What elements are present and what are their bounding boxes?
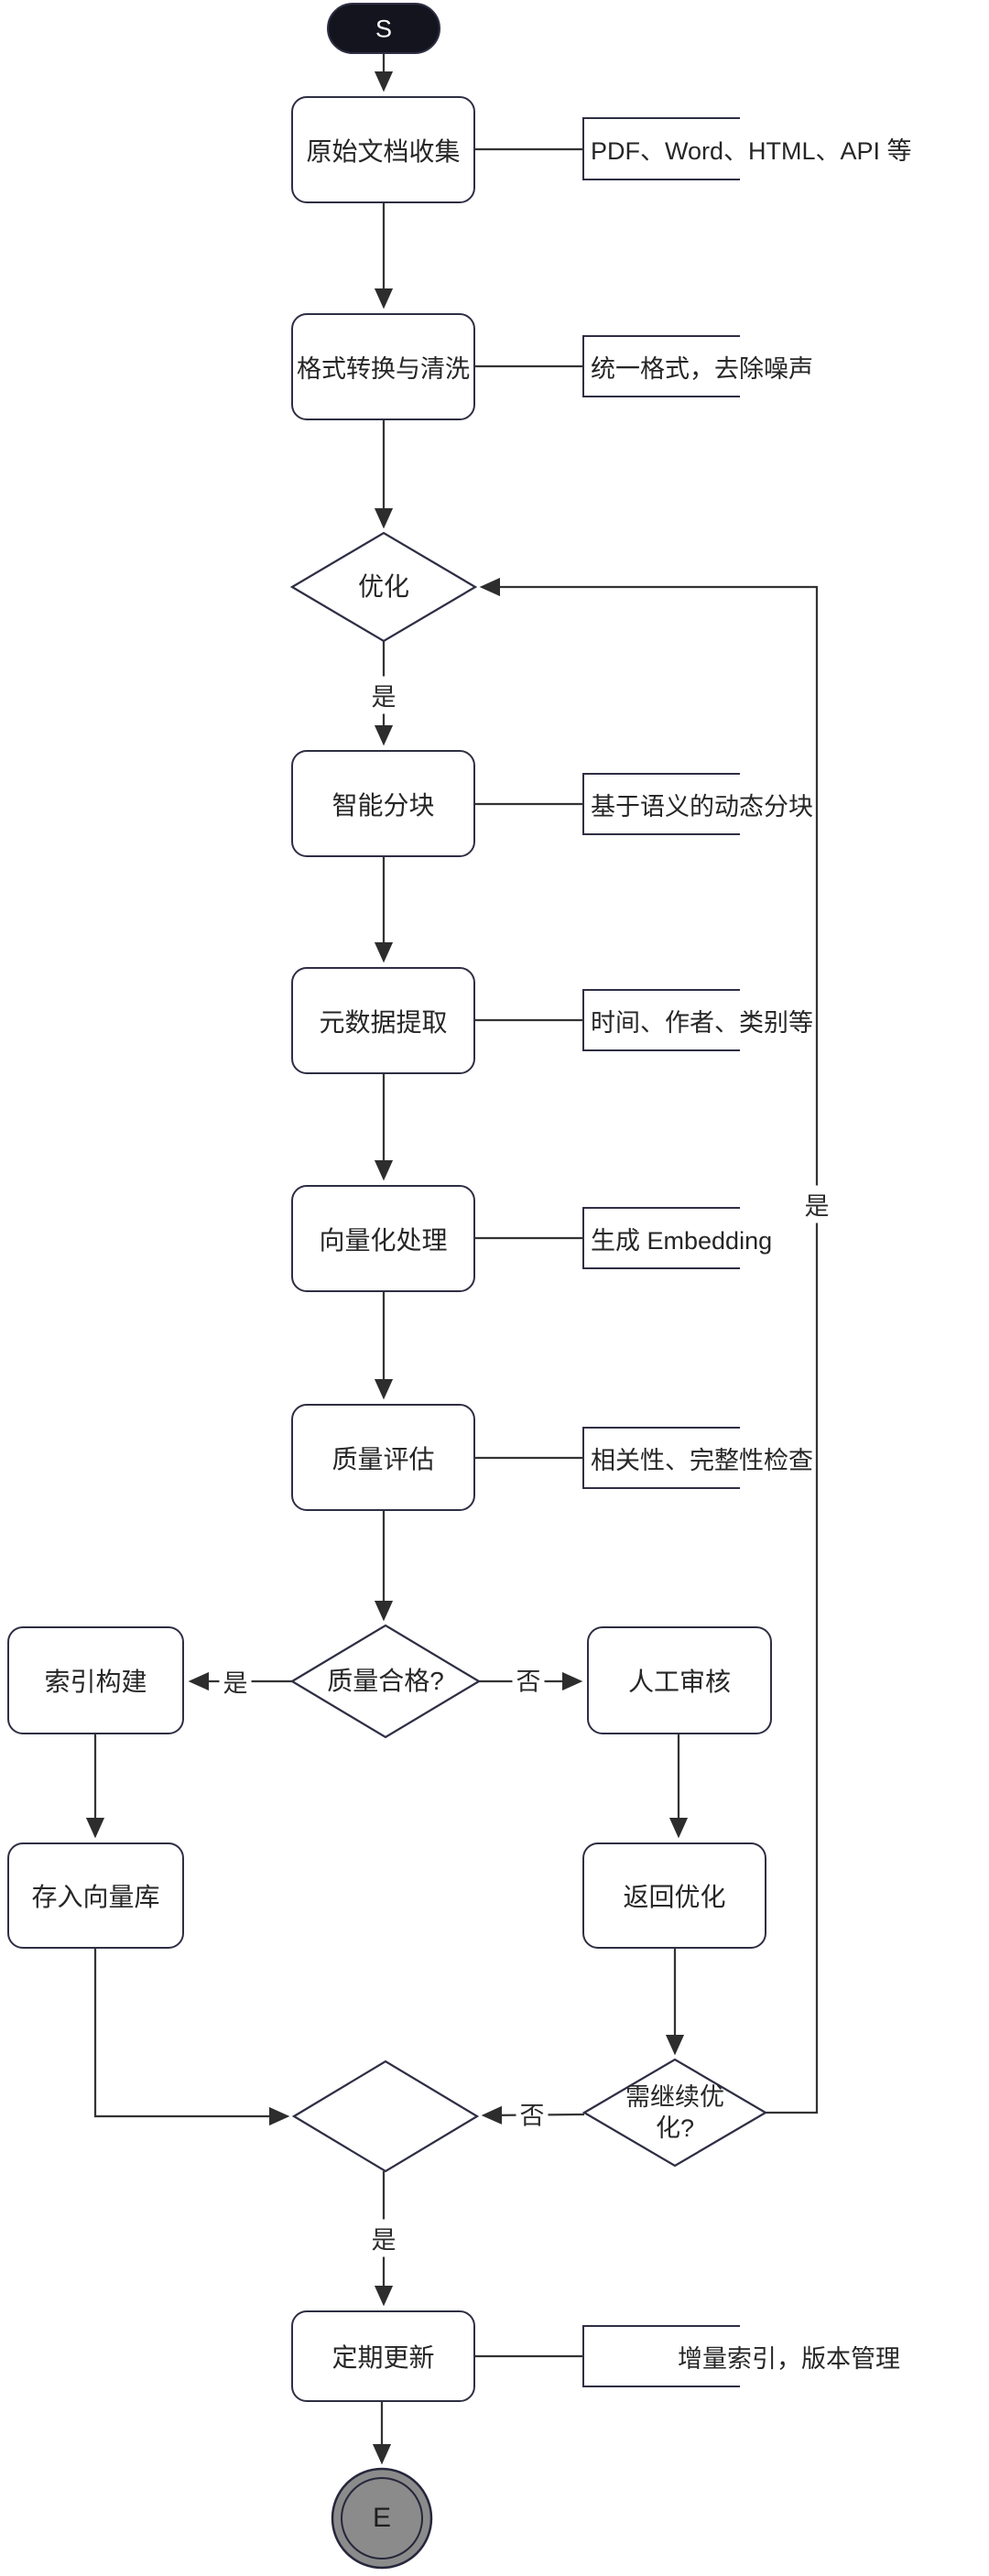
node-vectorize-label: 向量化处理: [319, 1225, 448, 1255]
node-index-build: 索引构建: [7, 1626, 184, 1734]
node-store-vector: 存入向量库: [7, 1842, 184, 1949]
node-chunk: 智能分块: [291, 750, 475, 857]
continue-check-line2: 化?: [655, 2114, 695, 2142]
edge-label-continue-yes: 是: [800, 1185, 833, 1223]
continue-check-line1: 需继续优: [625, 2083, 724, 2111]
node-clean-label: 格式转换与清洗: [297, 355, 470, 383]
diamond-optimize-label: 优化: [357, 572, 410, 601]
diamond-optimize: [289, 531, 478, 643]
diamond-quality-check-label: 质量合格?: [327, 1667, 444, 1695]
edge-continue-yes-to-optimize: [479, 577, 819, 2114]
note-chunk: 基于语义的动态分块: [582, 773, 813, 835]
node-index-build-label: 索引构建: [44, 1668, 147, 1696]
node-quality: 质量评估: [291, 1404, 475, 1511]
node-quality-label: 质量评估: [331, 1444, 435, 1473]
diamond-continue-check-label: 需继续优化?: [625, 2081, 724, 2144]
node-collect-label: 原始文档收集: [306, 136, 461, 166]
end-label: E: [372, 2503, 392, 2533]
edge-label-optimize-yes: 是: [367, 676, 400, 714]
diamond-quality-check: [289, 1624, 482, 1739]
end-terminal-inner: [341, 2477, 423, 2560]
node-clean: 格式转换与清洗: [291, 313, 475, 420]
note-update: 增量索引，版本管理: [582, 2325, 900, 2387]
node-chunk-label: 智能分块: [331, 790, 435, 820]
node-manual-review-label: 人工审核: [627, 1668, 731, 1696]
note-chunk-text: 基于语义的动态分块: [591, 792, 813, 821]
edge-label-quality-no: 否: [512, 1660, 545, 1699]
note-vectorize: 生成 Embedding: [582, 1207, 772, 1269]
edge-label-quality-yes: 是: [219, 1662, 252, 1701]
note-collect: PDF、Word、HTML、API 等: [582, 117, 912, 180]
note-quality: 相关性、完整性检查: [582, 1427, 813, 1489]
note-vectorize-text: 生成 Embedding: [591, 1226, 773, 1255]
diamond-continue-check: [581, 2058, 768, 2168]
node-manual-review: 人工审核: [587, 1626, 772, 1734]
node-metadata: 元数据提取: [291, 967, 475, 1074]
node-store-vector-label: 存入向量库: [31, 1883, 160, 1911]
edge-label-merge-yes: 是: [367, 2219, 400, 2257]
note-quality-text: 相关性、完整性检查: [591, 1446, 813, 1474]
node-update: 定期更新: [291, 2310, 475, 2402]
edge-store-to-merge: [93, 1949, 290, 2126]
diamond-merge: [291, 2060, 480, 2173]
note-clean: 统一格式，去除噪声: [582, 335, 813, 397]
note-metadata: 时间、作者、类别等: [582, 989, 813, 1051]
note-update-text: 增量索引，版本管理: [678, 2344, 900, 2373]
note-clean-text: 统一格式，去除噪声: [591, 354, 813, 383]
node-update-label: 定期更新: [331, 2343, 435, 2372]
start-label: S: [375, 15, 393, 43]
edge-label-continue-no: 否: [516, 2094, 549, 2133]
node-return-optimize: 返回优化: [582, 1842, 766, 1949]
node-return-optimize-label: 返回优化: [623, 1883, 726, 1911]
note-collect-text: PDF、Word、HTML、API 等: [591, 137, 912, 165]
note-metadata-text: 时间、作者、类别等: [591, 1008, 813, 1037]
node-collect: 原始文档收集: [291, 96, 475, 203]
start-terminal: [327, 3, 440, 54]
node-metadata-label: 元数据提取: [319, 1007, 448, 1037]
node-vectorize: 向量化处理: [291, 1185, 475, 1292]
